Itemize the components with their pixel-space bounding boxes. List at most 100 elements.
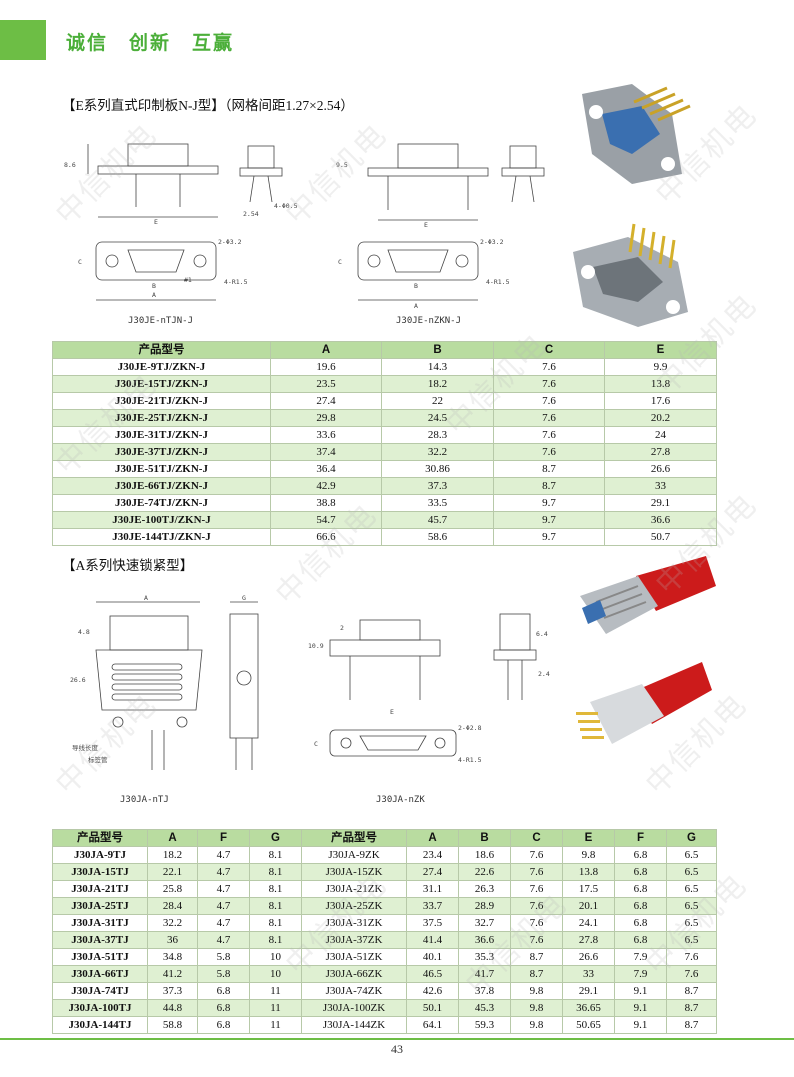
dim-a-a-left: A [144,594,148,602]
table-cell: 8.7 [666,1016,717,1034]
table-cell: 6.5 [666,846,717,864]
table-cell: 20.1 [562,897,615,915]
table-cell: 7.6 [666,948,717,966]
table-cell: 6.8 [614,914,667,932]
dim-g-left: G [242,594,246,602]
dim-9-5: 9.5 [336,161,348,169]
table-cell: 36.6 [458,931,511,949]
table-cell: 9.7 [493,511,605,529]
table-cell: 9.7 [493,528,605,546]
connector-photo-e-straight [572,84,692,199]
table-cell: 45.7 [381,511,494,529]
header-cell: G [666,829,717,847]
dim-2-54: 2.54 [243,210,259,218]
table-cell: 8.7 [493,460,605,478]
table-cell: J30JE-66TJ/ZKN-J [52,477,271,495]
dim-r15-left: 4-R1.5 [224,278,248,286]
table-cell: 37.3 [381,477,494,495]
table-cell: 24.1 [562,914,615,932]
header-slogan: 诚信 创新 互赢 [66,32,235,54]
table-cell: 24 [604,426,717,444]
table-cell: J30JE-25TJ/ZKN-J [52,409,271,427]
table-cell: 26.3 [458,880,511,898]
table-cell: 33 [604,477,717,495]
table-cell: 9.8 [562,846,615,864]
table-cell: 8.1 [249,897,302,915]
table-cell: 58.8 [147,1016,198,1034]
dim-b-right: B [414,282,418,290]
table-cell: 9.7 [493,494,605,512]
table-cell: 35.3 [458,948,511,966]
table-cell: 36.6 [604,511,717,529]
table-cell: 22 [381,392,494,410]
table-cell: 41.4 [406,931,459,949]
table-cell: 58.6 [381,528,494,546]
table-cell: J30JE-9TJ/ZKN-J [52,358,271,376]
table-cell: 30.86 [381,460,494,478]
table-cell: 7.6 [510,897,563,915]
table-cell: 9.1 [614,982,667,1000]
table-cell: 17.6 [604,392,717,410]
table-cell: J30JA-21ZK [301,880,407,898]
table-cell: 29.1 [562,982,615,1000]
table-cell: 23.5 [270,375,382,393]
table-cell: 4.7 [197,914,250,932]
table-cell: J30JE-144TJ/ZKN-J [52,528,271,546]
table-cell: J30JE-100TJ/ZKN-J [52,511,271,529]
table-cell: 5.8 [197,965,250,983]
table-cell: 7.6 [510,846,563,864]
header-cell: 产品型号 [301,829,407,847]
table-cell: 27.8 [562,931,615,949]
table-cell: 8.7 [510,965,563,983]
table-cell: 18.6 [458,846,511,864]
table-cell: 37.3 [147,982,198,1000]
table-cell: 32.7 [458,914,511,932]
table-cell: 31.1 [406,880,459,898]
dim-e-a: E [390,708,394,716]
caption-e-left: J30JE-nTJN-J [128,316,194,326]
header-cell: F [197,829,250,847]
table-cell: J30JA-37ZK [301,931,407,949]
table-cell: 4.7 [197,863,250,881]
dim-2phi28: 2-Φ2.8 [458,724,482,732]
section-e-title: 【E系列直式印制板N-J型】（网格间距1.27×2.54） [62,98,354,113]
dim-a-right: A [414,302,418,310]
table-cell: J30JA-15TJ [52,863,148,881]
table-cell: 13.8 [562,863,615,881]
table-cell: 7.9 [614,948,667,966]
table-cell: J30JA-74ZK [301,982,407,1000]
label-tag-tube: 标签管 [88,755,108,764]
table-cell: J30JA-15ZK [301,863,407,881]
table-cell: 36.65 [562,999,615,1017]
table-cell: 50.1 [406,999,459,1017]
table-cell: 34.8 [147,948,198,966]
table-cell: 7.6 [510,880,563,898]
connector-photo-a-open [572,662,712,767]
header-cell: B [458,829,511,847]
table-cell: J30JA-31TJ [52,914,148,932]
table-cell: 8.1 [249,931,302,949]
header-cell: A [270,341,382,359]
table-cell: 13.8 [604,375,717,393]
table-cell: 7.6 [493,375,605,393]
table-cell: 44.8 [147,999,198,1017]
table-cell: 8.7 [493,477,605,495]
table-cell: 26.6 [562,948,615,966]
table-cell: 8.1 [249,880,302,898]
table-cell: 29.8 [270,409,382,427]
section-e-technical-drawings: E 8.6 2.54 4-Φ0.5 E 9.5 A B C 2-Φ3.2 4-R… [58,132,558,332]
table-cell: 4.7 [197,846,250,864]
table-cell: 18.2 [147,846,198,864]
table-cell: 36 [147,931,198,949]
table-cell: 50.7 [604,528,717,546]
